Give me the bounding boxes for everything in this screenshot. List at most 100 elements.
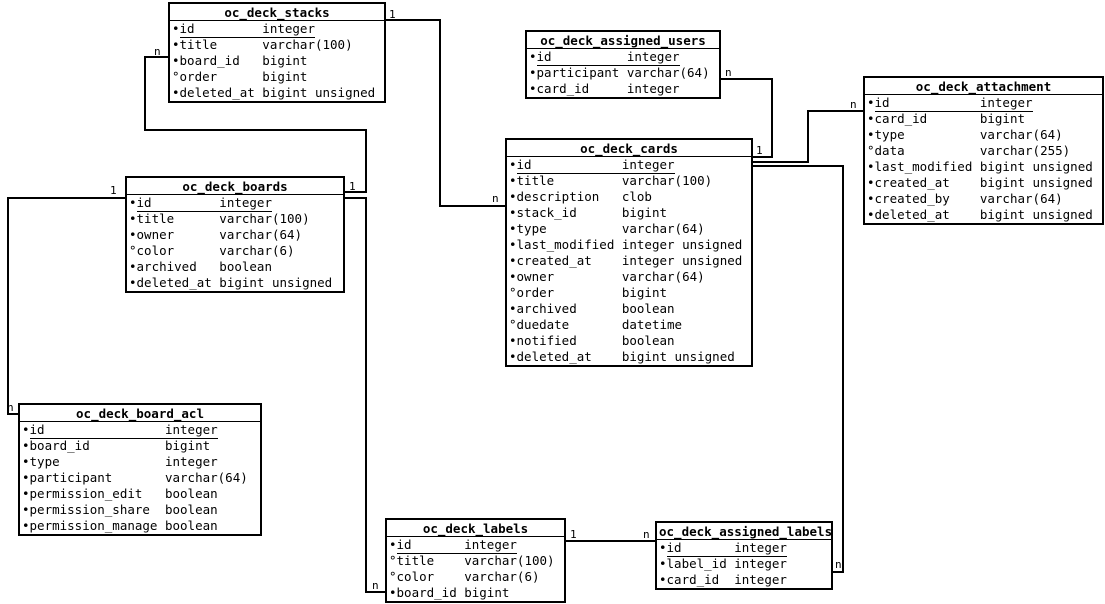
field-type: integer [621,157,675,172]
field-name: permission_share [29,502,150,517]
field-type: integer [164,454,218,469]
notnull-marker: • [172,85,180,100]
field-name: deleted_at [874,207,950,222]
notnull-marker: • [867,127,875,142]
field-name: owner [136,227,175,242]
notnull-marker: • [172,37,180,52]
field-name: deleted_at [179,85,255,100]
field-type: varchar(6) [219,243,295,258]
field-name: title [136,211,175,226]
notnull-marker: • [172,21,180,36]
notnull-marker: • [509,205,517,220]
field-type: boolean [164,518,218,533]
notnull-marker: • [509,173,517,188]
field-type: boolean [219,259,272,274]
field-type: varchar(100) [464,553,555,568]
notnull-marker: • [509,349,517,364]
notnull-marker: • [867,191,875,206]
notnull-marker: • [22,502,30,517]
field-name: type [516,221,547,236]
field-type: integer unsigned [621,253,743,268]
notnull-marker: • [389,585,397,600]
field-name: id [29,422,45,437]
relation-oc_deck_stacks--oc_deck_cards [386,19,505,207]
field-name: order [179,69,218,84]
notnull-marker: • [509,221,517,236]
field-type: integer unsigned [621,237,743,252]
field-name: deleted_at [136,275,212,290]
field-type: varchar(64) [979,191,1063,206]
field-type: varchar(100) [262,37,353,52]
notnull-marker: • [867,159,875,174]
notnull-marker: • [22,518,30,533]
field-name: owner [516,269,555,284]
field-name: created_at [874,175,950,190]
field-type: bigint [464,585,510,600]
notnull-marker: • [22,422,30,437]
field-type: varchar(64) [979,127,1063,142]
field-type: integer [262,21,315,36]
cardinality-label: 1 [756,144,763,157]
relation-oc_deck_boards--oc_deck_labels [345,197,385,593]
field-body: owner varchar(64) [137,227,303,243]
relation-oc_deck_cards--oc_deck_attachment [753,110,863,163]
notnull-marker: • [129,211,137,226]
field-name: duedate [516,317,570,332]
cardinality-label: n [7,401,14,414]
field-name: id [536,49,552,64]
field-name: card_id [666,572,720,587]
field-type: boolean [164,502,218,517]
field-name: id [666,540,682,555]
notnull-marker: • [22,486,30,501]
notnull-marker: • [129,275,137,290]
field-name: last_modified [516,237,615,252]
cardinality-label: 1 [110,184,117,197]
field-type: bigint [621,285,668,300]
field-type: varchar(64) [164,470,248,485]
cardinality-label: n [643,528,650,541]
field-type: varchar(64) [219,227,303,242]
field-type: bigint [979,111,1026,126]
notnull-marker: • [172,53,180,68]
field-name: board_id [396,585,457,600]
table-title-oc_deck_assigned_users: oc_deck_assigned_users [527,32,719,49]
field-name: description [516,189,600,204]
